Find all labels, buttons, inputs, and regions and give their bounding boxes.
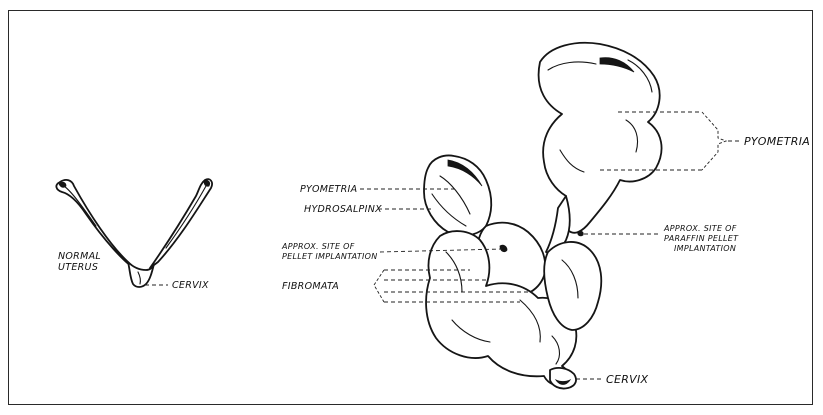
label-paraffin-site-line3: IMPLANTATION [674,244,736,253]
brace-pyometria-top [702,112,726,170]
label-pyometria-top: PYOMETRIA [744,135,810,148]
label-paraffin-site-line1: APPROX. SITE OF [663,224,737,233]
label-fibromata: FIBROMATA [282,281,339,292]
label-pellet-site-line1: APPROX. SITE OF [281,242,355,251]
label-hydrosalpinx: HYDROSALPINX [304,204,382,215]
diseased-uterus-drawing [424,43,662,389]
label-normal-uterus-line2: UTERUS [58,262,98,273]
label-pellet-site-line2: PELLET IMPLANTATION [282,252,378,261]
brace-fibromata [374,270,384,302]
label-paraffin-site-line2: PARAFFIN PELLET [664,234,739,243]
label-cervix-large: CERVIX [606,373,649,386]
label-normal-uterus-line1: NORMAL [58,251,101,262]
label-pyometria-left: PYOMETRIA [300,184,357,195]
label-cervix-normal: CERVIX [172,280,209,291]
